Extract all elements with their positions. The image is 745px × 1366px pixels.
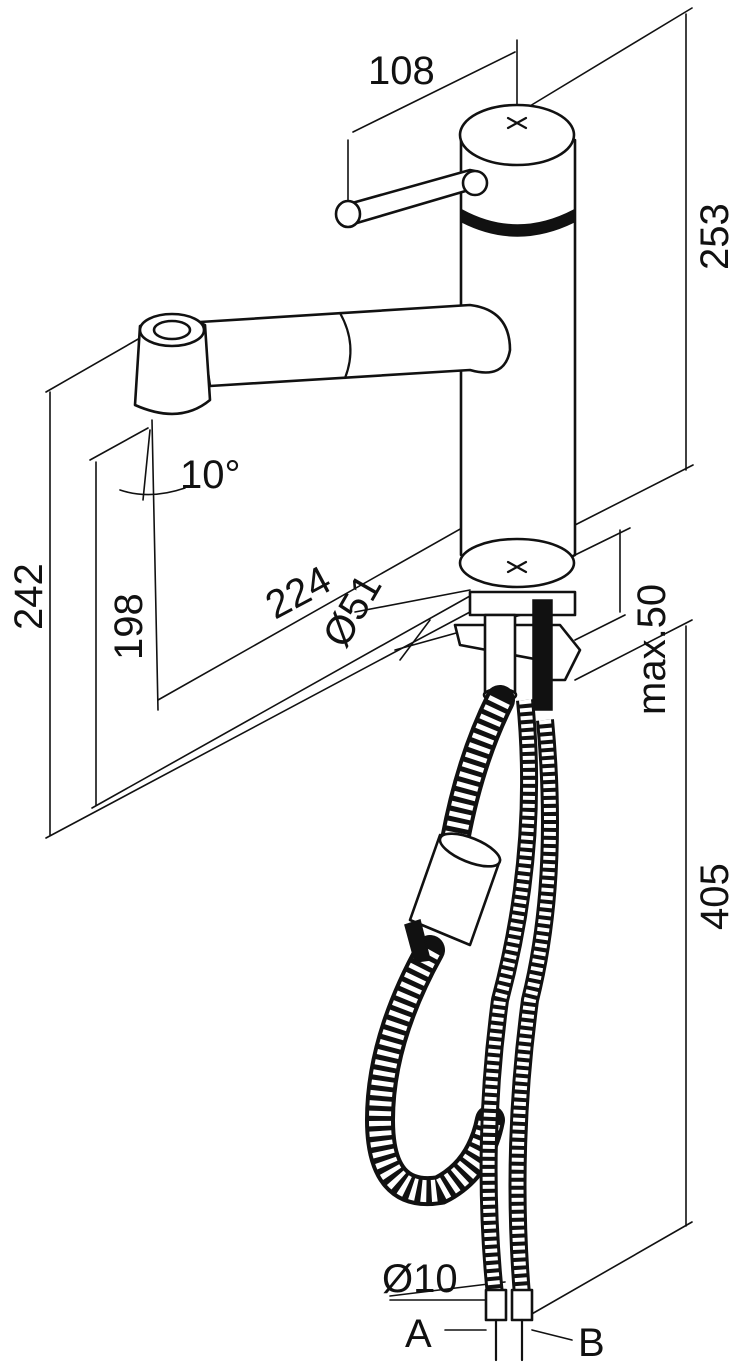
dim-tilt-angle: 10° (180, 453, 241, 497)
dim-spout-height-min: 198 (107, 593, 151, 660)
dim-hose-diameter: Ø10 (382, 1257, 458, 1301)
dim-spout-height-max: 242 (7, 563, 51, 630)
faucet-body (133, 103, 582, 1362)
dim-hose-length: 405 (693, 863, 737, 930)
dim-total-height: 253 (693, 203, 737, 270)
connection-label-b: B (578, 1321, 605, 1365)
dim-counter-thickness: max.50 (630, 584, 674, 715)
connection-label-a: A (405, 1312, 432, 1356)
dimension-labels: 108 253 242 198 224 10° Ø51 max.50 405 Ø… (7, 49, 737, 1365)
dim-lever-reach: 108 (368, 49, 435, 93)
